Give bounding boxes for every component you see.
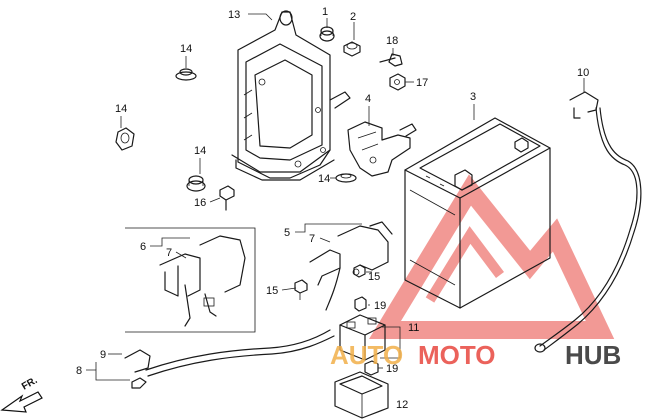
callout-16: 16 [194, 197, 206, 209]
callout-13: 13 [228, 9, 240, 21]
collar-2 [343, 41, 361, 57]
callout-14d: 14 [318, 173, 330, 185]
cushion-14a [175, 68, 197, 81]
watermark-part2: MOTO [418, 340, 496, 370]
bolt-16 [219, 185, 235, 211]
callout-4: 4 [365, 93, 371, 105]
cushion-14b [115, 127, 135, 151]
bolt-18 [379, 53, 403, 67]
watermark-text: AUTO MOTO HUB [330, 340, 621, 370]
battery [404, 117, 551, 309]
relay-cover [334, 371, 389, 419]
callout-18: 18 [386, 35, 398, 47]
callout-7a: 7 [166, 247, 172, 259]
callout-12: 12 [396, 399, 408, 411]
cushion-14d [335, 173, 357, 183]
direction-label: FR. [20, 375, 40, 393]
callout-14a: 14 [180, 43, 192, 55]
callout-17: 17 [416, 77, 428, 89]
starter-relay [339, 314, 386, 361]
relay-bracket [347, 121, 417, 177]
callout-8: 8 [76, 365, 82, 377]
watermark-part1: AUTO [330, 340, 403, 370]
callout-11: 11 [408, 322, 419, 334]
fuse-19 [354, 296, 367, 312]
callout-9: 9 [100, 349, 106, 361]
fuse-assembly-left [125, 227, 256, 333]
callout-5: 5 [284, 227, 290, 239]
cushion-14c [186, 175, 206, 192]
watermark-part3: HUB [565, 340, 621, 370]
callout-19a: 19 [374, 300, 386, 312]
watermark-logo [369, 174, 615, 339]
battery-holder-bracket [231, 10, 351, 181]
positive-cable [124, 329, 335, 389]
callout-2: 2 [350, 11, 356, 23]
leader-lines [86, 13, 585, 381]
callout-7b: 7 [309, 233, 315, 245]
callout-14b: 14 [115, 103, 127, 115]
callout-14c: 14 [194, 145, 206, 157]
callout-15b: 15 [368, 271, 380, 283]
nut-17 [389, 73, 406, 91]
grommet-1 [319, 26, 335, 42]
callout-1: 1 [322, 6, 328, 18]
negative-cable [534, 91, 642, 353]
callout-19b: 19 [386, 363, 398, 375]
fuse-19b [364, 360, 379, 376]
callout-3: 3 [470, 91, 476, 103]
fuse-assembly-right [309, 221, 393, 311]
callout-15a: 15 [266, 285, 278, 297]
callout-numbers: 13 1 2 18 17 4 3 10 14 14 14 14 16 6 7 5… [76, 6, 589, 411]
bolt-15b [353, 264, 366, 278]
front-direction-arrow: FR. [0, 375, 43, 413]
bolt-15a [294, 279, 308, 300]
callout-10: 10 [577, 67, 589, 79]
callout-6: 6 [140, 241, 146, 253]
